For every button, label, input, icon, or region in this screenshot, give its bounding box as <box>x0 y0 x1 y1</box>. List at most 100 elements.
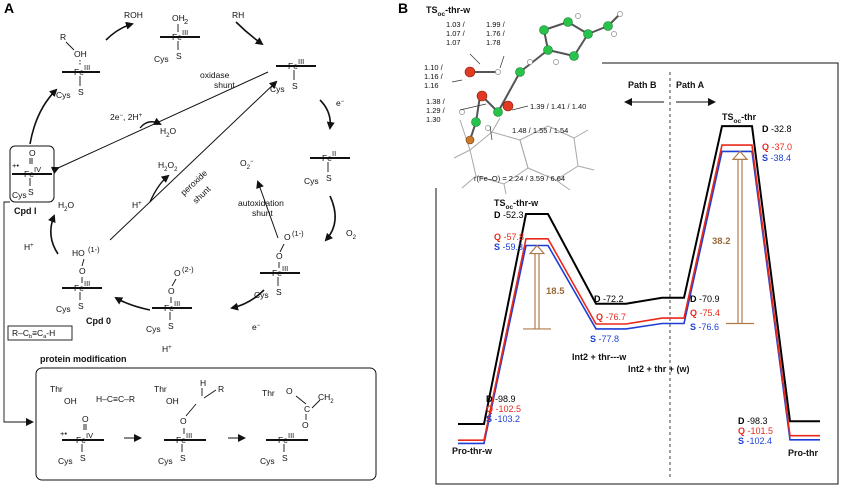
svg-text:Cys: Cys <box>58 456 73 466</box>
cpd0-label: Cpd 0 <box>86 316 111 326</box>
pro-thr-w-D: D -98.9 <box>486 394 516 404</box>
svg-text:IV: IV <box>34 165 41 174</box>
pro-thr-w-S: S -103.2 <box>486 414 520 424</box>
species-cpd0: HO (1-) O Fe III S Cys Cpd 0 <box>56 245 111 326</box>
svg-text:Cys: Cys <box>304 176 319 186</box>
geometry-label-5: 1.39 / 1.41 / 1.40 <box>530 102 586 111</box>
svg-text:1.78: 1.78 <box>486 38 501 47</box>
svg-text:III: III <box>174 299 180 308</box>
svg-text:O: O <box>302 420 309 430</box>
profile-line-Q <box>458 144 820 442</box>
svg-text:Cys: Cys <box>56 90 71 100</box>
svg-text:1.07 /: 1.07 / <box>446 29 466 38</box>
hplus-1: H+ <box>24 242 34 252</box>
alkyne-label: R–Cb≡Ca-H <box>12 328 55 340</box>
svg-text:O: O <box>276 251 283 261</box>
pro-thr-D: D -98.3 <box>738 416 768 426</box>
svg-text:OH: OH <box>166 396 179 406</box>
roh-label: ROH <box>124 10 143 20</box>
svg-text:O: O <box>82 414 89 424</box>
int2-w-S: S -77.8 <box>590 334 619 344</box>
species-resting-fe3: Fe III S Cys <box>270 57 316 94</box>
h2o-2: H2O <box>160 126 176 139</box>
autox-shunt-1: autoxidation <box>238 198 284 208</box>
svg-text:O: O <box>174 268 181 278</box>
pro-thr-Q: Q -101.5 <box>738 426 773 436</box>
geometry-label-2: 1.99 / 1.76 / 1.78 <box>486 20 506 47</box>
species-superoxo: O (1-) O Fe III S Cys <box>254 229 304 300</box>
svg-text:OH: OH <box>74 49 87 59</box>
svg-text:Fe: Fe <box>24 169 34 179</box>
svg-text:Cys: Cys <box>254 290 269 300</box>
svg-text:III: III <box>84 63 90 72</box>
svg-text:Thr: Thr <box>154 384 167 394</box>
pro-thr-S: S -102.4 <box>738 436 772 446</box>
svg-text:O: O <box>180 416 187 426</box>
pm-step1: Thr OH H–C≡C–R O +• Fe IV S Cys <box>50 384 135 466</box>
svg-text:Fe: Fe <box>278 435 288 445</box>
geometry-label-3: 1.10 / 1.16 / 1.16 <box>424 63 444 90</box>
svg-text:Fe: Fe <box>164 303 174 313</box>
protein-mod-title: protein modification <box>40 354 127 364</box>
svg-text:(1-): (1-) <box>292 229 304 238</box>
oxidase-shunt-2: shunt <box>214 80 235 90</box>
svg-text:(1-): (1-) <box>88 245 100 254</box>
svg-text:III: III <box>182 28 188 37</box>
svg-text:Thr: Thr <box>262 388 275 398</box>
svg-text:Fe: Fe <box>172 32 182 42</box>
svg-text:1.99 /: 1.99 / <box>486 20 506 29</box>
ts-structure-label: TSoc-thr-w <box>426 5 471 18</box>
svg-text:S: S <box>282 453 288 463</box>
rh-label: RH <box>232 10 244 20</box>
svg-text:R: R <box>218 384 224 394</box>
svg-text:O: O <box>284 232 291 242</box>
h2o-1: H2O <box>58 200 74 213</box>
profile-line-D <box>458 125 820 425</box>
svg-text:OH: OH <box>64 396 77 406</box>
geometry-label-6: 1.48 / 1.55 / 1.54 <box>512 126 568 135</box>
hplus-3: H+ <box>132 200 142 210</box>
svg-text:S: S <box>180 453 186 463</box>
svg-text:Cys: Cys <box>158 456 173 466</box>
energy-profile <box>458 125 820 445</box>
svg-text:C: C <box>304 404 310 414</box>
alkyne-box <box>7 325 73 341</box>
svg-text:1.10 /: 1.10 / <box>424 63 444 72</box>
rfeo-label: r(Fe–O) = 2.24 / 3.59 / 6.64 <box>474 174 565 183</box>
hplus-2: H+ <box>162 344 172 354</box>
svg-text:2: 2 <box>184 17 188 26</box>
svg-text:1.30: 1.30 <box>426 115 441 124</box>
svg-text:O: O <box>29 148 36 158</box>
svg-text:S: S <box>78 87 84 97</box>
int2-D: D -70.9 <box>690 294 720 304</box>
eminus-2: e− <box>252 322 261 332</box>
autox-shunt-2: shunt <box>252 208 273 218</box>
svg-text:H: H <box>200 378 206 388</box>
energy-frame <box>435 62 839 485</box>
int2-w-Q: Q -76.7 <box>596 312 626 322</box>
species-water-bound: OH 2 Fe III S Cys <box>154 13 200 64</box>
svg-text:Cys: Cys <box>12 190 27 200</box>
ts-right-S: S -38.4 <box>762 153 791 163</box>
svg-text:Fe: Fe <box>74 283 84 293</box>
svg-text:S: S <box>168 321 174 331</box>
state-name-int2-w: Int2 + thr---w <box>572 352 627 362</box>
ts-right-Q: Q -37.0 <box>762 142 792 152</box>
svg-text:II: II <box>332 149 336 158</box>
svg-text:S: S <box>292 81 298 91</box>
svg-text:Cys: Cys <box>260 456 275 466</box>
svg-text:IV: IV <box>86 431 93 440</box>
svg-text:S: S <box>28 187 34 197</box>
svg-text:III: III <box>288 431 294 440</box>
svg-text:1.03 /: 1.03 / <box>446 20 466 29</box>
svg-text:(2-): (2-) <box>182 265 194 274</box>
barrier-right-value: 38.2 <box>712 236 731 247</box>
svg-text:Fe: Fe <box>288 61 298 71</box>
two-e-two-h: 2e−, 2H+ <box>110 112 143 122</box>
geometry-label-4: 1.38 / 1.29 / 1.30 <box>426 97 446 124</box>
superoxide-label: O2− <box>240 158 254 171</box>
svg-text:1.29 /: 1.29 / <box>426 106 446 115</box>
eminus-1: e− <box>336 98 345 108</box>
svg-text:Fe: Fe <box>74 67 84 77</box>
barrier-arrow-left <box>523 244 551 330</box>
